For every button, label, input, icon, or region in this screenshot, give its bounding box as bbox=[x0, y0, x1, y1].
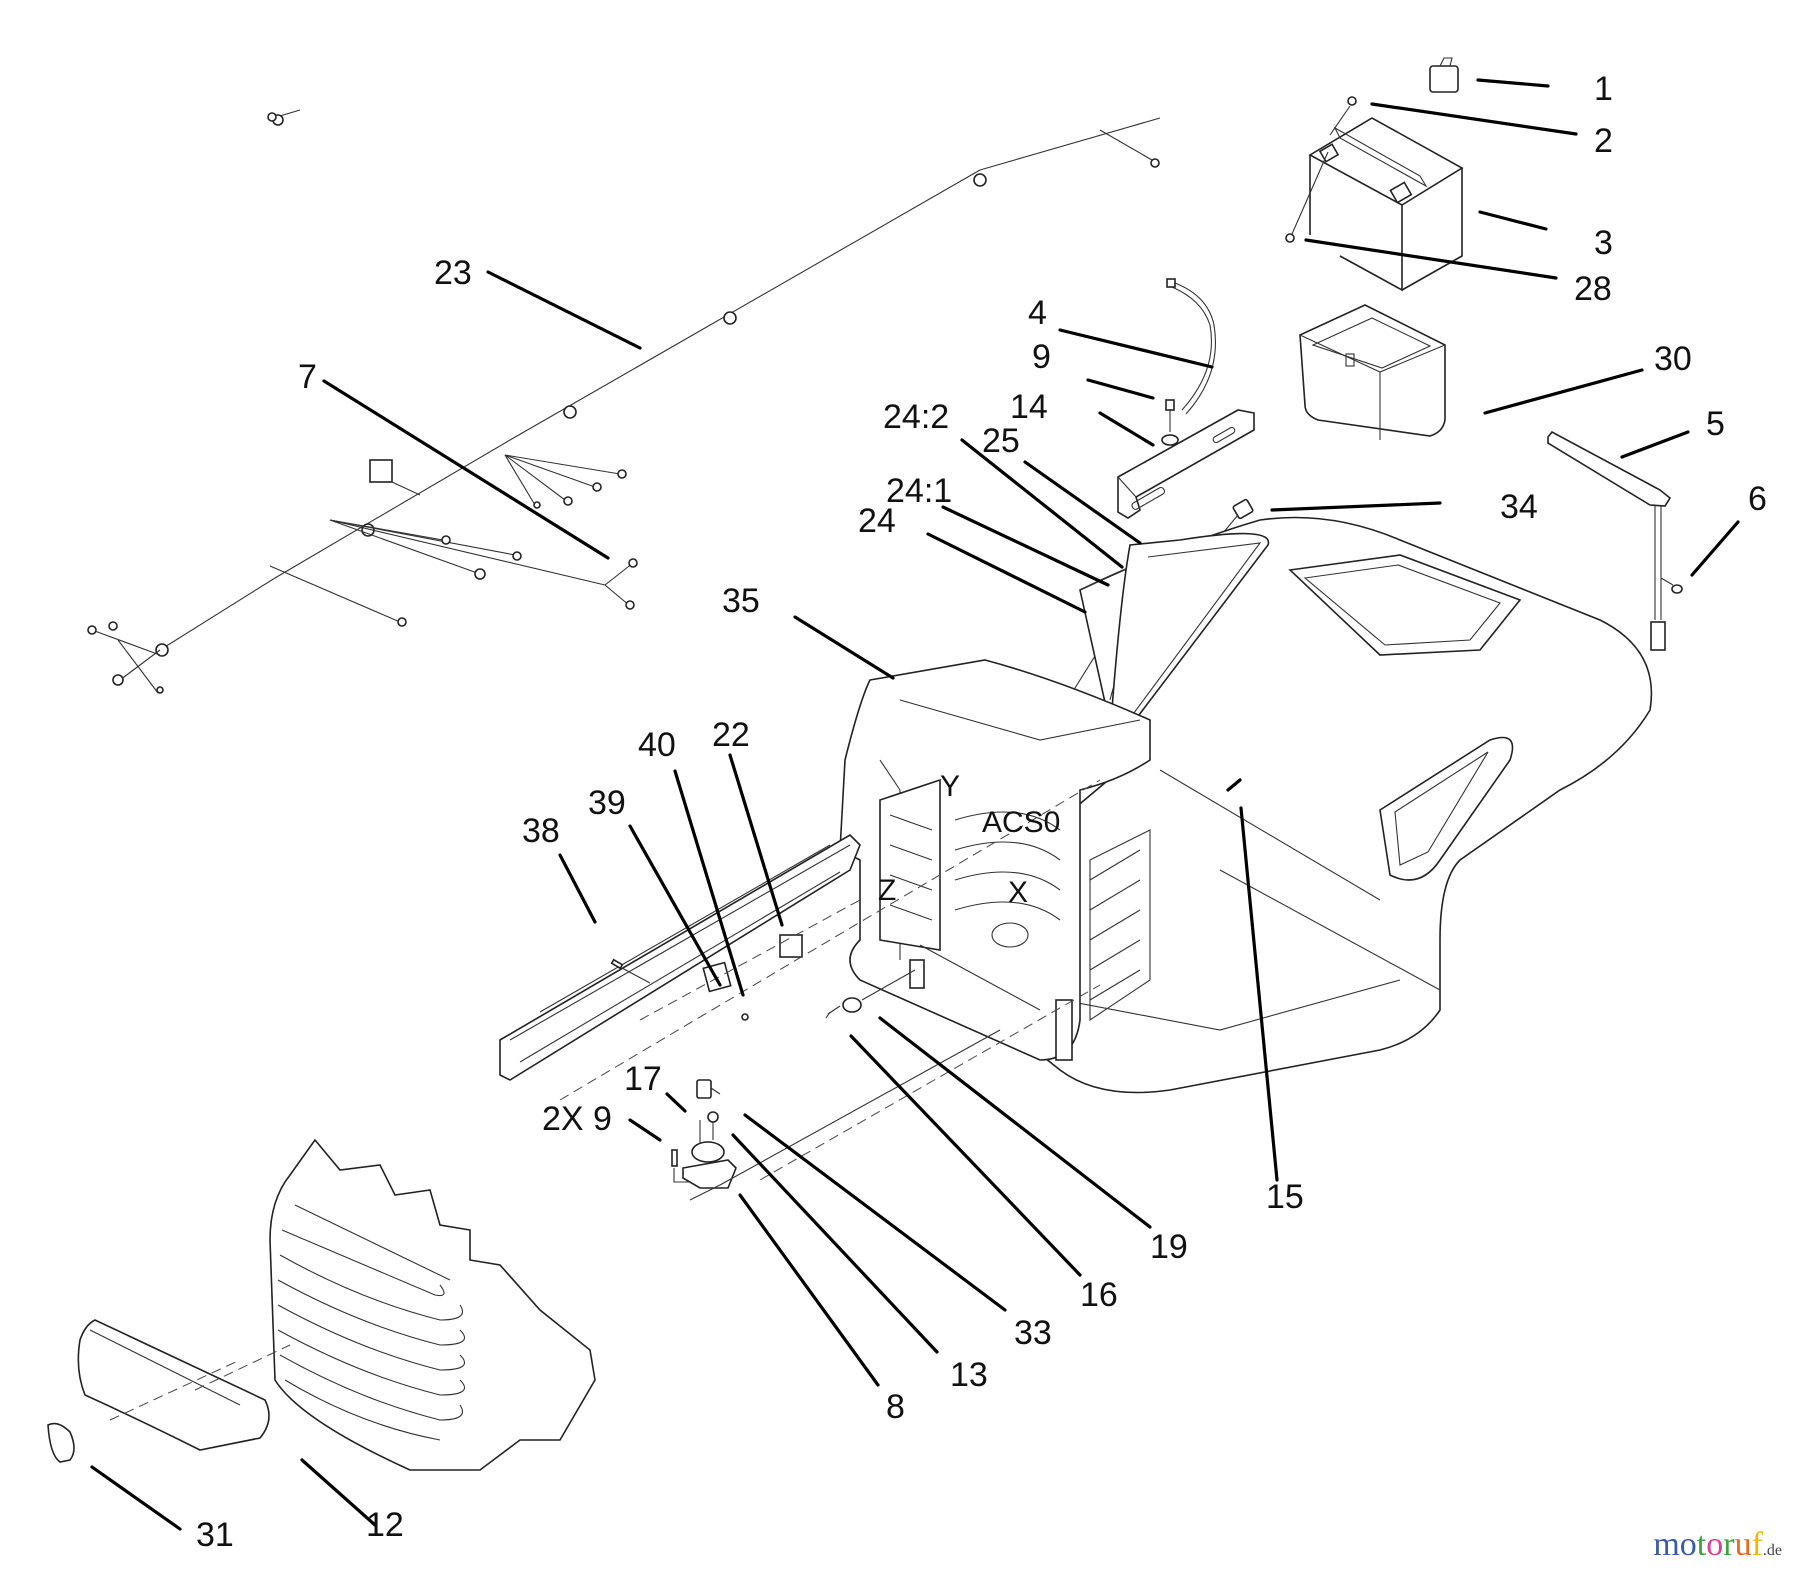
callout-15[interactable]: 15 bbox=[1266, 1178, 1304, 1216]
console-dash-drawing bbox=[839, 659, 1151, 1061]
headlight-lens-drawing bbox=[77, 1319, 291, 1451]
callout-40[interactable]: 40 bbox=[638, 726, 676, 764]
emblem-drawing bbox=[47, 1422, 75, 1463]
label-z: Z bbox=[878, 874, 896, 907]
label-x: X bbox=[1008, 876, 1028, 909]
watermark-letter: m bbox=[1653, 1526, 1680, 1563]
battery-terminal-cap-drawing bbox=[1429, 57, 1459, 93]
callout-19[interactable]: 19 bbox=[1150, 1228, 1188, 1266]
bracket-assembly-drawing bbox=[1117, 278, 1255, 519]
callout-31[interactable]: 31 bbox=[196, 1516, 234, 1554]
watermark-suffix: .de bbox=[1762, 1542, 1782, 1559]
callout-7[interactable]: 7 bbox=[298, 358, 317, 396]
callout-13[interactable]: 13 bbox=[950, 1356, 988, 1394]
callout-2[interactable]: 2 bbox=[1594, 122, 1613, 160]
callout-16[interactable]: 16 bbox=[1080, 1276, 1118, 1314]
callout-4[interactable]: 4 bbox=[1028, 294, 1047, 332]
watermark-logo: motoruf.de bbox=[1653, 1526, 1782, 1564]
leader-lines bbox=[90, 78, 1740, 1531]
hood-body-drawing bbox=[999, 516, 1653, 1094]
callout-25[interactable]: 25 bbox=[982, 422, 1020, 460]
projection-lines bbox=[559, 779, 1101, 1181]
wire-harness-main-drawing bbox=[155, 109, 1161, 657]
battery-tray-drawing bbox=[1299, 304, 1446, 440]
callout-24-2[interactable]: 24:2 bbox=[883, 398, 949, 436]
label-acs0: ACS0 bbox=[982, 806, 1060, 839]
watermark-letter: r bbox=[1723, 1526, 1735, 1563]
callout-6[interactable]: 6 bbox=[1748, 480, 1767, 518]
switch-16-19-drawing bbox=[825, 969, 916, 1019]
callout-5[interactable]: 5 bbox=[1706, 405, 1725, 443]
callout-9[interactable]: 9 bbox=[1032, 338, 1051, 376]
callout-14[interactable]: 14 bbox=[1010, 388, 1048, 426]
watermark-letter: o bbox=[1679, 1526, 1697, 1563]
callout-8[interactable]: 8 bbox=[886, 1388, 905, 1426]
watermark-letter: t bbox=[1696, 1526, 1707, 1563]
watermark-letter: u bbox=[1734, 1526, 1752, 1563]
callout-1[interactable]: 1 bbox=[1594, 70, 1613, 108]
hold-down-strap-drawing bbox=[1547, 430, 1683, 651]
watermark-brand: motoruf bbox=[1653, 1526, 1763, 1563]
callout-35[interactable]: 35 bbox=[722, 582, 760, 620]
grille-drawing bbox=[269, 1138, 596, 1471]
callout-34[interactable]: 34 bbox=[1500, 488, 1538, 526]
callout-28[interactable]: 28 bbox=[1574, 270, 1612, 308]
callout-30[interactable]: 30 bbox=[1654, 340, 1692, 378]
watermark-letter: f bbox=[1751, 1526, 1763, 1563]
callout-23[interactable]: 23 bbox=[434, 254, 472, 292]
label-y: Y bbox=[940, 770, 960, 803]
watermark-letter: o bbox=[1706, 1526, 1724, 1563]
battery-drawing bbox=[1308, 117, 1464, 292]
callout-12[interactable]: 12 bbox=[366, 1506, 404, 1544]
solenoid-drawing bbox=[671, 1029, 1001, 1201]
callout-22[interactable]: 22 bbox=[712, 716, 750, 754]
terminal-nut-drawing bbox=[1285, 151, 1329, 243]
callout-38[interactable]: 38 bbox=[522, 812, 560, 850]
callout-17[interactable]: 17 bbox=[624, 1060, 662, 1098]
callout-2x9[interactable]: 2X 9 bbox=[542, 1100, 612, 1138]
callout-33[interactable]: 33 bbox=[1014, 1314, 1052, 1352]
callout-39[interactable]: 39 bbox=[588, 784, 626, 822]
callout-3[interactable]: 3 bbox=[1594, 224, 1613, 262]
rail-drawing bbox=[499, 833, 861, 1081]
terminal-bolt-drawing bbox=[1329, 96, 1357, 136]
callout-24[interactable]: 24 bbox=[858, 502, 896, 540]
callout-24-1[interactable]: 24:1 bbox=[886, 472, 952, 510]
wire-harness-branch-drawing bbox=[87, 454, 638, 694]
